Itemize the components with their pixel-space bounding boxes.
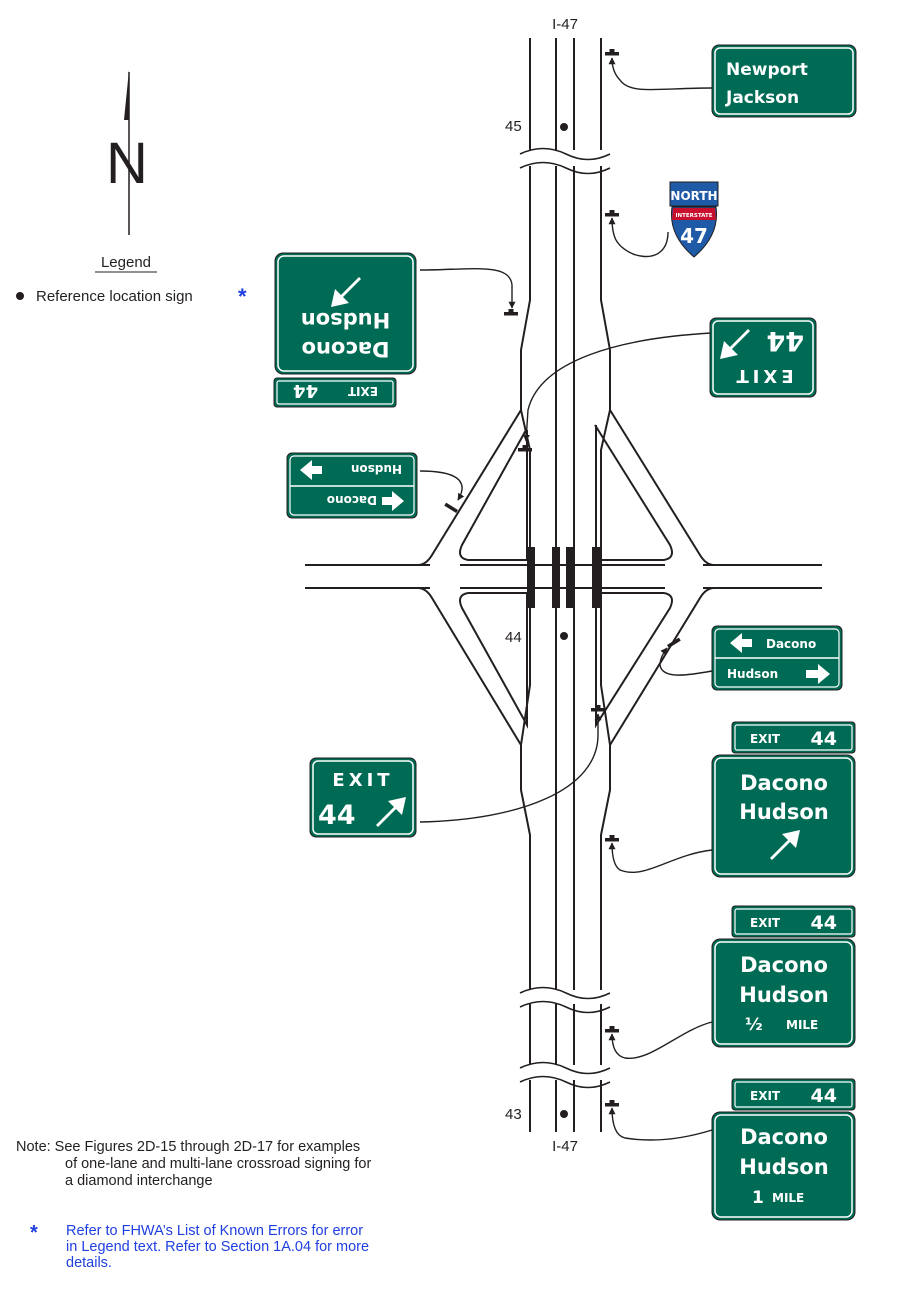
ramp-sw-inner: [459, 592, 528, 729]
known-error-star-icon: *: [30, 1222, 38, 1244]
ramp-sw-outer: [417, 587, 522, 746]
note-text: Note: See Figures 2D-15 through 2D-17 fo…: [16, 1139, 436, 1190]
half-mile-line1: Dacono: [740, 953, 828, 977]
half-mile-distance: ½: [745, 1015, 763, 1035]
exit-direction-tab-word: EXIT: [750, 732, 781, 746]
exit-direction-tab-number: 44: [811, 728, 837, 750]
advance-guide-sign-half-mile: EXIT 44 Dacono Hudson ½ MILE: [711, 905, 856, 1048]
route-marker: NORTH INTERSTATE 47: [669, 181, 719, 258]
break-marks: [519, 147, 611, 1089]
exit-gore-sign: EXIT 44: [309, 757, 417, 838]
destination-line2-city: Jackson: [725, 88, 799, 108]
milepost-44: 44: [505, 629, 522, 646]
mainline-east-edge: [600, 38, 611, 1132]
north-arrow-head-icon: [124, 70, 129, 120]
note-line-2: of one-lane and multi-lane crossroad sig…: [65, 1156, 372, 1172]
one-mile-distance: 1: [752, 1188, 764, 1208]
ramp-nw-outer: [417, 409, 522, 566]
route-label-bottom: I-47: [552, 1138, 578, 1155]
arrow-up-right-icon: [720, 329, 750, 359]
route-label-top: I-47: [552, 16, 578, 33]
reference-location-sign-44: [560, 632, 568, 640]
sign-posts: [444, 49, 681, 1107]
milepost-45: 45: [505, 118, 522, 135]
destination-line2-miles: 40: [861, 88, 885, 108]
one-mile-line1: Dacono: [740, 1125, 828, 1149]
opposite-gore-word: EXIT: [732, 365, 793, 386]
arrow-left-icon: [382, 491, 404, 511]
opposite-tab-number: 44: [293, 380, 318, 401]
ramp-ne-outer: [609, 409, 715, 566]
one-mile-unit: MILE: [772, 1191, 804, 1205]
opposite-line2: Hudson: [301, 308, 390, 332]
arrow-up-right-icon: [770, 830, 800, 860]
one-mile-tab-word: EXIT: [750, 1089, 781, 1103]
opposite-tab-word: EXIT: [347, 384, 378, 398]
opposite-direction-exit-tab: EXIT 44: [273, 377, 397, 408]
exit-direction-line2: Hudson: [739, 800, 828, 824]
legend-item: Reference location sign: [36, 288, 193, 305]
destination-sign: Newport 4 Jackson 40: [711, 44, 885, 118]
junction-top: Dacono: [766, 637, 816, 651]
north-letter: N: [106, 131, 148, 196]
arrow-left-icon: [730, 633, 752, 653]
legend-star-icon: *: [238, 284, 247, 309]
ramp-junction-sign: Dacono Hudson: [711, 625, 843, 691]
ramp-se-outer: [609, 587, 715, 746]
legend: Legend Reference location sign *: [16, 254, 247, 309]
exit-gore-word: EXIT: [332, 770, 393, 791]
known-error-note: * Refer to FHWA’s List of Known Errors f…: [30, 1223, 426, 1271]
legend-title: Legend: [101, 254, 151, 271]
half-mile-tab-word: EXIT: [750, 916, 781, 930]
reference-location-signs: [560, 123, 568, 1118]
half-mile-unit: MILE: [786, 1018, 818, 1032]
half-mile-tab-number: 44: [811, 912, 837, 934]
opposite-line1: Dacono: [302, 337, 390, 361]
exit-direction-line1: Dacono: [740, 771, 828, 795]
opposite-exit-gore-sign: EXIT 44: [709, 317, 817, 398]
known-error-line-3: details.: [66, 1255, 112, 1271]
arrow-up-right-icon: [331, 277, 361, 307]
destination-line1-miles: 4: [873, 60, 885, 80]
bridge-rails: [527, 547, 600, 608]
destination-line1-city: Newport: [726, 60, 808, 80]
milepost-43: 43: [505, 1106, 522, 1123]
sign-leaders: [419, 57, 713, 1141]
known-error-line-2: in Legend text. Refer to Section 1A.04 f…: [66, 1239, 370, 1255]
exit-direction-sign: EXIT 44 Dacono Hudson: [711, 721, 856, 878]
junction-bottom: Hudson: [727, 667, 778, 681]
crossroad: [305, 564, 822, 589]
ramp-se-inner: [595, 592, 673, 729]
ramps: [417, 409, 715, 746]
opposite-junction-bottom: Hudson: [351, 462, 402, 476]
route-marker-number: 47: [680, 224, 708, 248]
arrow-right-icon: [806, 664, 830, 684]
opposite-ramp-junction-sign: Dacono Hudson: [286, 452, 418, 519]
arrow-up-right-icon: [376, 797, 406, 827]
ramp-nw-inner: [459, 429, 528, 561]
one-mile-line2: Hudson: [739, 1155, 828, 1179]
half-mile-line2: Hudson: [739, 983, 828, 1007]
advance-guide-sign-one-mile: EXIT 44 Dacono Hudson 1 MILE: [711, 1078, 856, 1221]
arrow-right-icon: [300, 460, 322, 480]
one-mile-tab-number: 44: [811, 1085, 837, 1107]
opposite-junction-top: Dacono: [327, 493, 377, 507]
exit-gore-number: 44: [318, 800, 356, 831]
route-marker-shield-word: INTERSTATE: [675, 213, 712, 219]
ramp-ne-inner: [594, 424, 673, 561]
reference-location-sign-45: [560, 123, 568, 131]
note-line-1: Note: See Figures 2D-15 through 2D-17 fo…: [16, 1139, 361, 1155]
known-error-line-1: Refer to FHWA’s List of Known Errors for…: [66, 1223, 364, 1239]
route-marker-cardinal: NORTH: [670, 189, 717, 203]
opposite-gore-number: 44: [766, 325, 804, 356]
opposite-direction-exit-sign: Dacono Hudson: [274, 252, 417, 375]
note-line-3: a diamond interchange: [65, 1173, 213, 1189]
reference-location-sign-43: [560, 1110, 568, 1118]
north-arrow: N: [106, 70, 148, 235]
legend-dot-icon: [16, 292, 24, 300]
